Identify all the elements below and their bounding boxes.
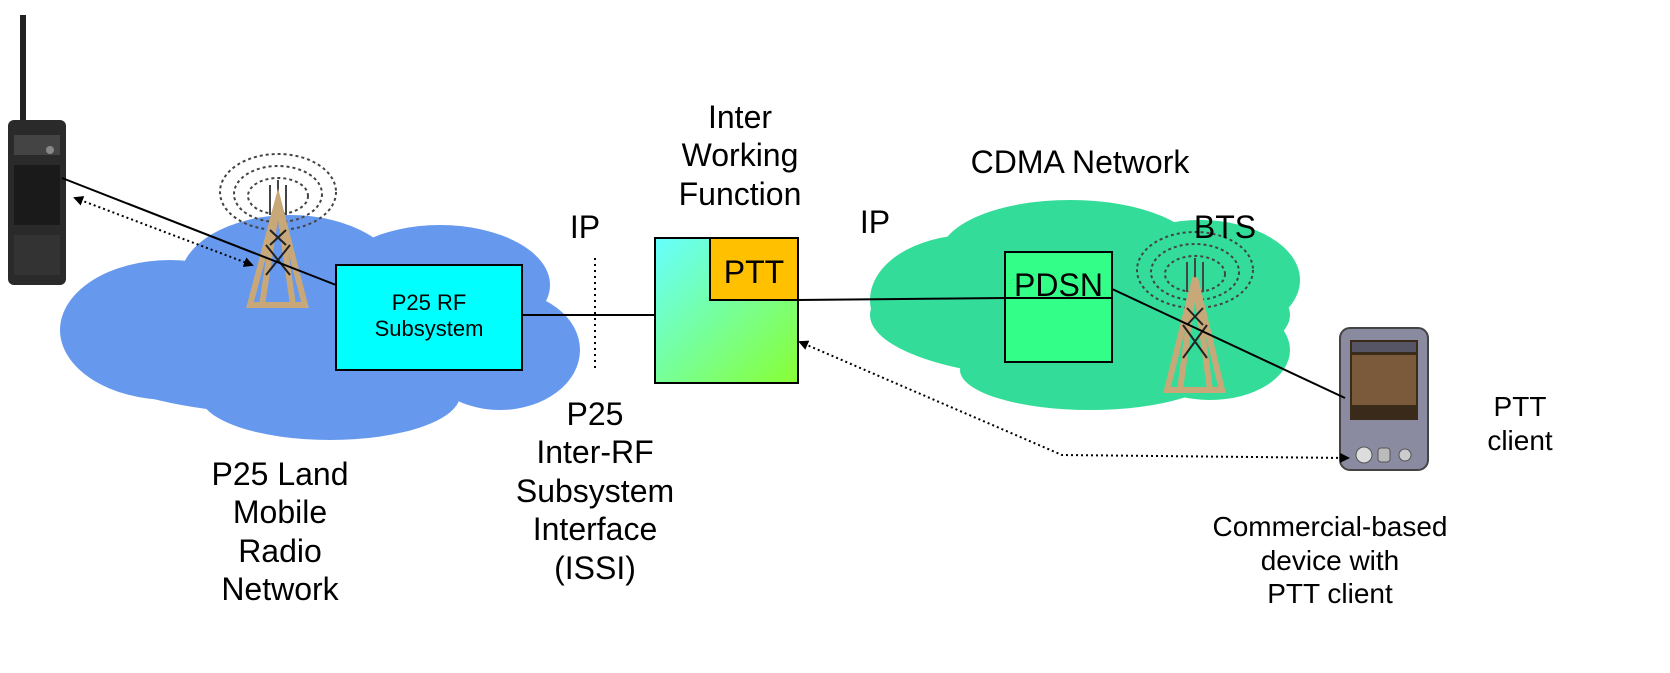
radio-tower-left-icon [219,153,337,308]
iwf-title: Inter Working Function [678,99,802,212]
p25-rf-subsystem-box [335,264,523,371]
handheld-radio-icon [8,15,66,285]
pdsn-box-label: PDSN [1014,267,1103,303]
p25-rf-subsystem-label: P25 RF Subsystem [374,290,484,342]
commercial-device-label: Commercial-based device with PTT client [1212,511,1448,610]
radio-tower-dotted-link [73,196,254,267]
pda-iwf-dotted-link [798,340,1350,463]
ptt-box [709,237,799,301]
bts-label: BTS [1193,209,1257,245]
pdsn-box [1004,251,1113,363]
issi-label: P25 Inter-RF Subsystem Interface (ISSI) [515,396,675,586]
ptt-client-label: PTT client [1487,391,1553,456]
ptt-box-label: PTT [723,254,785,290]
pda-device-icon [1339,327,1429,471]
lmr-network-label: P25 Land Mobile Radio Network [211,456,349,608]
cdma-network-label: CDMA Network [970,144,1190,180]
ip-label-right: IP [859,204,891,240]
ip-label-left: IP [569,209,601,245]
